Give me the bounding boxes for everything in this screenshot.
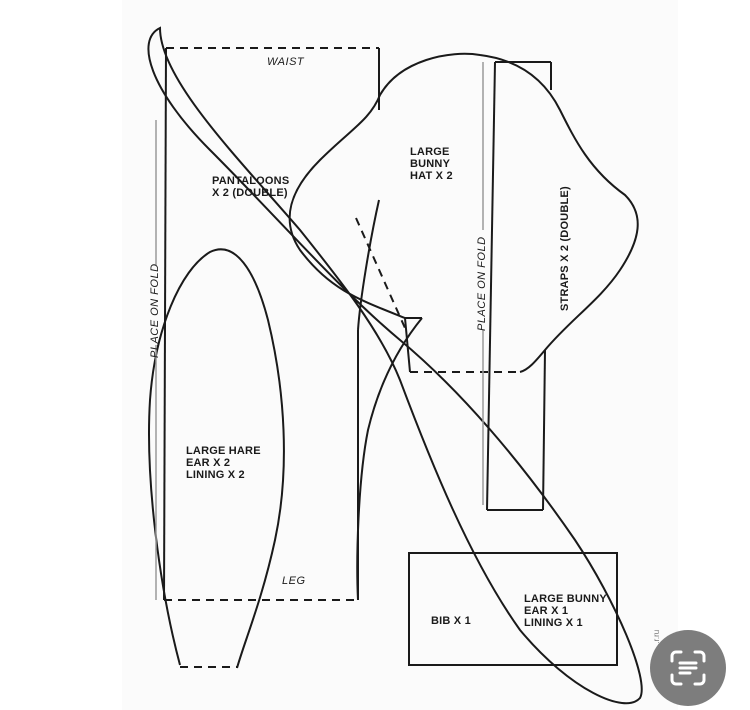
pattern-sheet: [122, 0, 678, 710]
place-on-fold-right-label: PLACE ON FOLD: [476, 236, 488, 331]
bib-piece: [408, 552, 618, 666]
pantaloons-label: PANTALOONS X 2 (DOUBLE): [212, 175, 290, 199]
bib-label: BIB X 1: [431, 615, 471, 627]
waist-label: WAIST: [267, 56, 305, 68]
image-search-icon: [670, 650, 706, 686]
large-bunny-hat-piece: [288, 52, 639, 373]
large-hare-ear-piece: [148, 248, 285, 669]
straps-label: STRAPS X 2 (DOUBLE): [559, 186, 571, 311]
hare-ear-label: LARGE HARE EAR X 2 LINING X 2: [186, 445, 261, 481]
pantaloons-piece: [163, 47, 380, 601]
bunny-hat-label: LARGE BUNNY HAT X 2: [410, 146, 453, 182]
image-search-button[interactable]: [650, 630, 726, 706]
place-on-fold-left-label: PLACE ON FOLD: [149, 263, 161, 358]
leg-label: LEG: [282, 575, 306, 587]
bunny-ear-label: LARGE BUNNY EAR X 1 LINING X 1: [524, 593, 607, 629]
straps-piece: [486, 61, 552, 511]
